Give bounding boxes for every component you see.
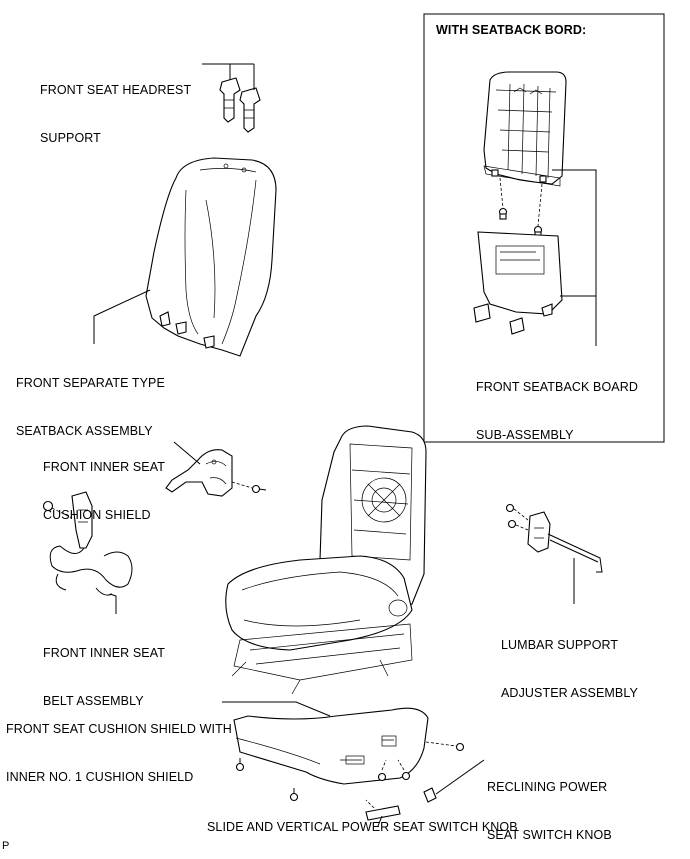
label-inner-shield-line2: CUSHION SHIELD	[43, 508, 151, 522]
label-seatback-line2: SEATBACK ASSEMBLY	[16, 424, 153, 438]
label-reclining-knob: RECLINING POWER SEAT SWITCH KNOB	[487, 747, 612, 859]
cushion-shield-screws	[235, 741, 465, 802]
inner-cushion-shield-part	[165, 449, 233, 497]
label-belt-line1: FRONT INNER SEAT	[43, 646, 165, 660]
label-reclining-line2: SEAT SWITCH KNOB	[487, 828, 612, 842]
slide-knob-leader	[377, 815, 383, 827]
label-headrest-support: FRONT SEAT HEADREST SUPPORT	[40, 50, 191, 162]
cushion-shield-leader	[222, 701, 331, 717]
screw-1	[251, 484, 267, 494]
label-seatback-board: FRONT SEATBACK BOARD SUB-ASSEMBLY	[476, 347, 638, 459]
seatback-leader	[93, 289, 151, 344]
slide-knob-part	[365, 799, 401, 821]
label-lumbar-adjuster: LUMBAR SUPPORT ADJUSTER ASSEMBLY	[501, 605, 638, 717]
label-slide-knob: SLIDE AND VERTICAL POWER SEAT SWITCH KNO…	[207, 820, 518, 834]
headrest-supports	[219, 77, 261, 133]
inset-title: WITH SEATBACK BORD:	[436, 23, 587, 37]
label-inner-shield-line1: FRONT INNER SEAT	[43, 460, 165, 474]
label-headrest-line2: SUPPORT	[40, 131, 101, 145]
seatback-board-lower	[473, 231, 563, 335]
label-cushion-shield-line2: INNER NO. 1 CUSHION SHIELD	[6, 770, 194, 784]
label-belt-line2: BELT ASSEMBLY	[43, 694, 144, 708]
seat-frame	[225, 425, 427, 695]
label-cushion-shield-line1: FRONT SEAT CUSHION SHIELD WITH	[6, 722, 232, 736]
label-reclining-line1: RECLINING POWER	[487, 780, 608, 794]
inset-frame	[423, 13, 665, 443]
label-seatback-assembly: FRONT SEPARATE TYPE SEATBACK ASSEMBLY	[16, 343, 165, 455]
headrest-leader	[202, 63, 255, 90]
label-seatback-line1: FRONT SEPARATE TYPE	[16, 376, 165, 390]
seatback-board-upper	[483, 71, 567, 187]
label-headrest-line1: FRONT SEAT HEADREST	[40, 83, 192, 97]
inner-belt-leader	[109, 593, 117, 614]
inner-seat-belt-part	[42, 491, 133, 596]
reclining-knob-leader	[435, 759, 485, 795]
seatback-assembly	[145, 157, 277, 357]
cushion-shield-screw-line	[231, 481, 253, 489]
inset-clips	[498, 177, 543, 238]
lumbar-support-adjuster-part	[505, 503, 603, 573]
label-cushion-shield: FRONT SEAT CUSHION SHIELD WITH INNER NO.…	[6, 689, 232, 801]
label-lumbar-line2: ADJUSTER ASSEMBLY	[501, 686, 638, 700]
reclining-knob-part	[423, 787, 437, 803]
label-inner-belt: FRONT INNER SEAT BELT ASSEMBLY	[43, 613, 165, 725]
board-leader	[552, 169, 597, 346]
label-board-line2: SUB-ASSEMBLY	[476, 428, 574, 442]
figure-code: P	[2, 840, 10, 852]
inner-shield-leader	[173, 441, 201, 465]
label-lumbar-line1: LUMBAR SUPPORT	[501, 638, 619, 652]
cushion-shield-part	[233, 707, 429, 785]
label-inner-cushion-shield: FRONT INNER SEAT CUSHION SHIELD	[43, 427, 165, 539]
label-board-line1: FRONT SEATBACK BOARD	[476, 380, 638, 394]
